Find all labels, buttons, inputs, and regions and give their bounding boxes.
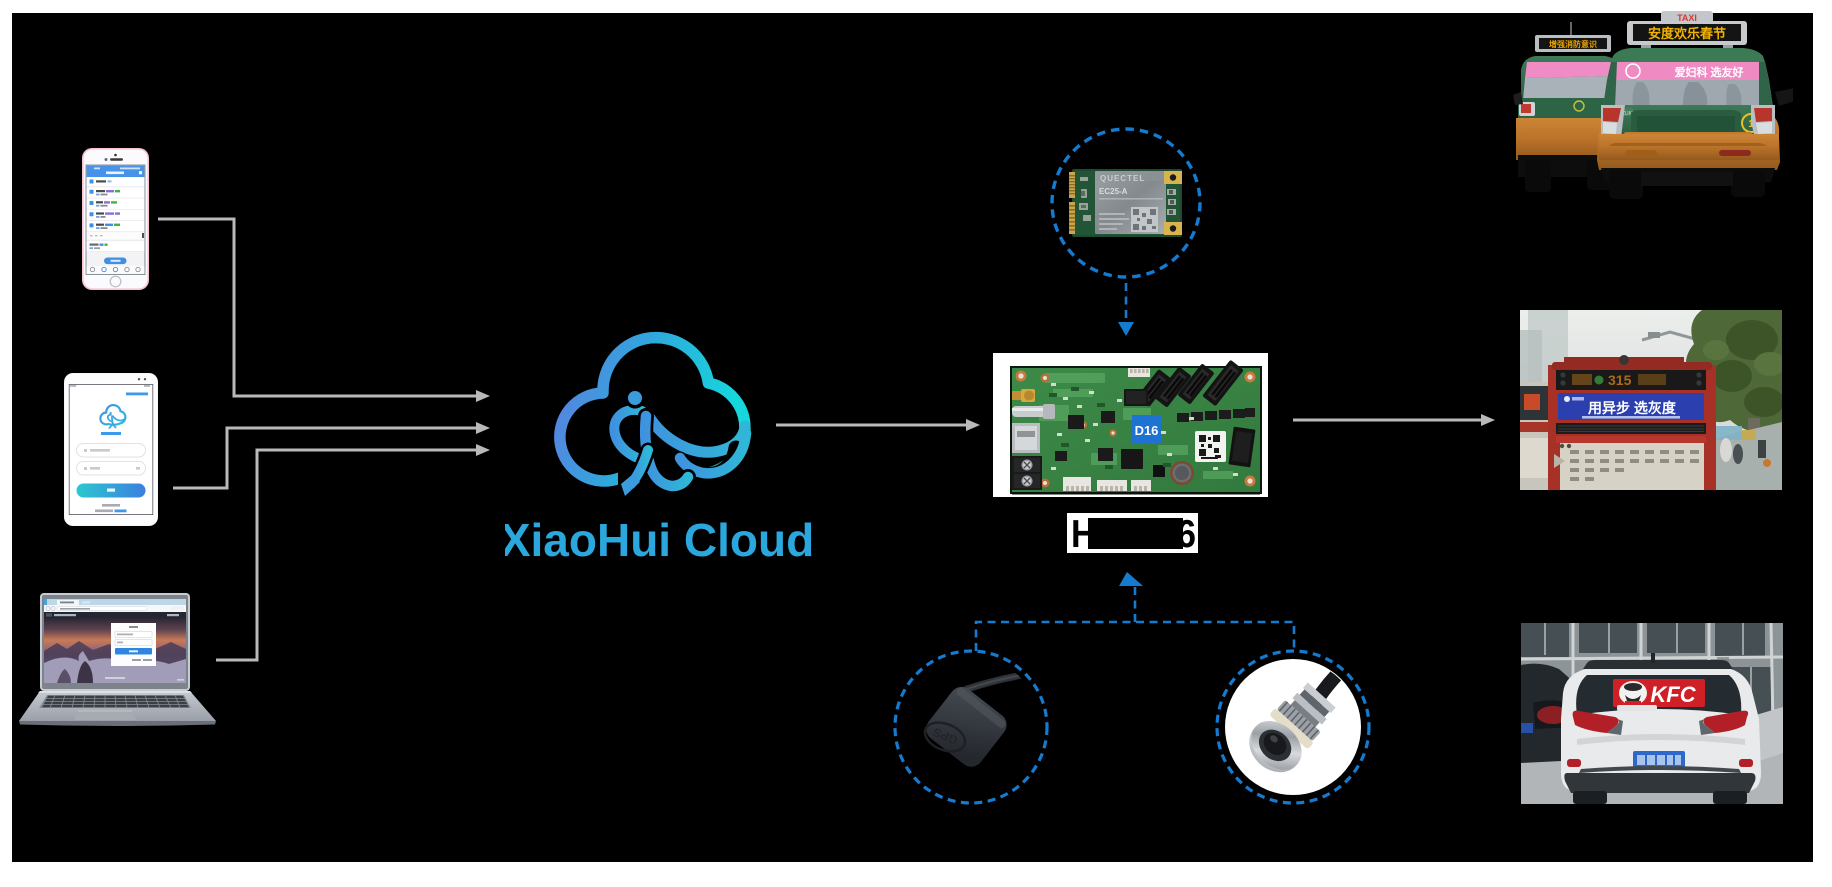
- svg-text:EC25-A: EC25-A: [1099, 187, 1128, 196]
- svg-text:SUZUKI: SUZUKI: [1615, 111, 1633, 117]
- svg-text:315: 315: [1608, 372, 1632, 388]
- svg-text:1: 1: [1748, 119, 1754, 130]
- svg-text:TAXI: TAXI: [1677, 13, 1697, 23]
- svg-text:安度欢乐春节: 安度欢乐春节: [1648, 26, 1726, 41]
- svg-text:爱妇科 选友好: 爱妇科 选友好: [1674, 65, 1743, 79]
- svg-text:增强消防意识: 增强消防意识: [1549, 39, 1597, 49]
- svg-text:KFC: KFC: [1650, 682, 1696, 707]
- svg-text:D16: D16: [1135, 423, 1159, 438]
- svg-text:用异步 选灰度: 用异步 选灰度: [1588, 400, 1677, 416]
- svg-text:QUECTEL: QUECTEL: [1100, 174, 1145, 183]
- svg-text:XiaoHui Cloud: XiaoHui Cloud: [505, 514, 814, 566]
